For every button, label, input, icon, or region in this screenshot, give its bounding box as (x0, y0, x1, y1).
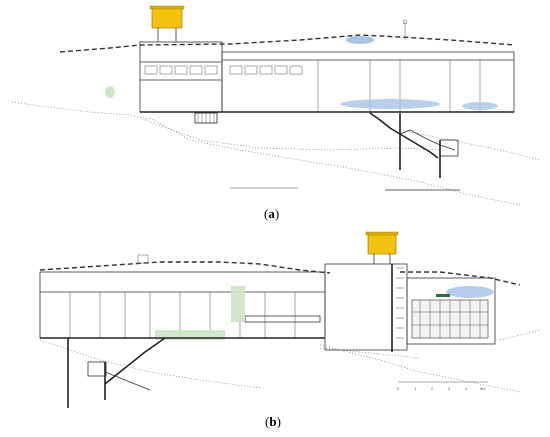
slope-line-a1 (11, 101, 151, 121)
elevation-a (11, 5, 541, 206)
reflection-a1 (346, 36, 374, 44)
tall-block-b (324, 263, 408, 351)
water-tank-top-a (149, 5, 185, 10)
reflection-a2 (340, 99, 440, 109)
stair-landing-b (87, 361, 107, 377)
water-tank-a (151, 7, 183, 29)
lamp-b (436, 294, 450, 297)
foliage-b1 (231, 286, 245, 322)
reflection-a3 (462, 102, 498, 110)
caption-b: (b) (265, 414, 281, 429)
foliage-b2 (155, 330, 225, 340)
caption-a: (a) (264, 206, 280, 221)
stair-b (104, 337, 166, 385)
scale-tick-3: 3 (448, 386, 451, 391)
stair-a (369, 112, 439, 159)
pavilion-b (39, 271, 326, 339)
slope-line-a4 (399, 129, 541, 161)
band-b (244, 315, 321, 323)
water-tank-b (367, 233, 397, 255)
shrub-a (105, 86, 115, 98)
scale-tick-2: 2 (431, 386, 434, 391)
scale-tick-0: 0 (397, 386, 400, 391)
glazed-box-b (406, 277, 496, 345)
scale-tick-1: 1 (414, 386, 417, 391)
terrain-line-a (59, 34, 516, 53)
slope-line-a3 (144, 119, 441, 151)
chimney-b (137, 254, 149, 264)
reflection-b1 (446, 286, 494, 298)
scale-tick-5: 5m (480, 386, 486, 391)
terrain-line-b (39, 261, 331, 274)
main-block-a (139, 41, 223, 113)
scale-tick-4: 4 (465, 386, 468, 391)
scale-bar-b: 0 1 2 3 4 5m (397, 381, 488, 391)
elevation-b: 0 1 2 3 4 5m (39, 231, 541, 408)
slope-line-a2 (149, 117, 521, 206)
